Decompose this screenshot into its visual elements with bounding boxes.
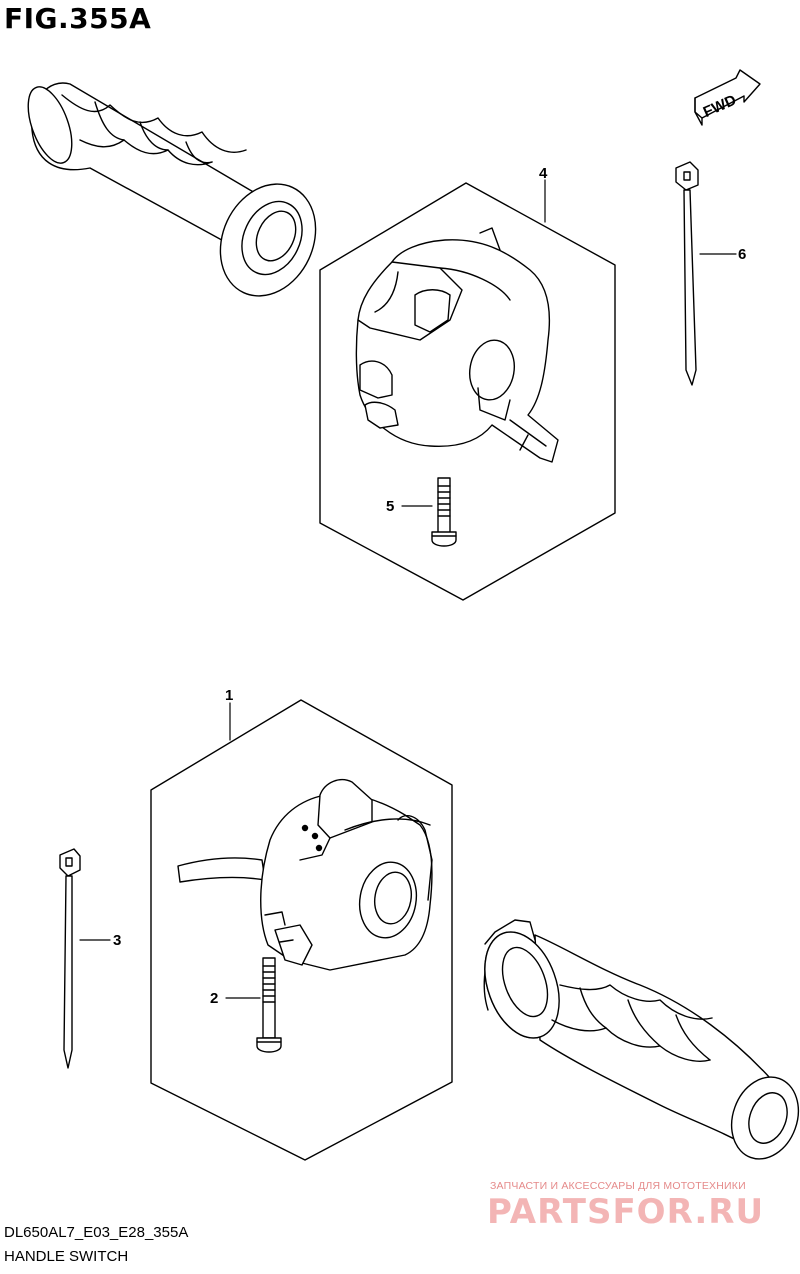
- left-handle-switch-assembly: [177, 778, 433, 971]
- switch-kit-outline-lower: [150, 699, 453, 1161]
- callout-4: 4: [539, 165, 548, 182]
- switch-kit-outline-upper: [319, 182, 616, 601]
- screw-part-5: [431, 477, 457, 547]
- callout-5: 5: [386, 498, 394, 515]
- right-handle-grip: [483, 919, 800, 1160]
- callout-2: 2: [210, 990, 218, 1007]
- callout-1: 1: [225, 687, 233, 704]
- right-handle-switch-assembly: [355, 227, 559, 463]
- cable-tie-part-3: [59, 848, 81, 1069]
- callout-6: 6: [738, 246, 746, 263]
- screw-part-2: [256, 957, 282, 1053]
- cable-tie-part-6: [675, 161, 699, 386]
- figure-name: HANDLE SWITCH: [4, 1248, 129, 1265]
- left-handle-grip: [27, 82, 317, 297]
- watermark-subtitle: ЗАПЧАСТИ И АКСЕССУАРЫ ДЛЯ МОТОТЕХНИКИ: [490, 1180, 746, 1192]
- watermark-logo: PARTSFOR.RU: [487, 1192, 765, 1232]
- fwd-direction-marker: FWD: [694, 69, 761, 126]
- callout-leaders: [79, 179, 737, 999]
- callout-3: 3: [113, 932, 121, 949]
- figure-title: FIG.355A: [4, 2, 152, 35]
- figure-code: DL650AL7_E03_E28_355A: [4, 1224, 189, 1241]
